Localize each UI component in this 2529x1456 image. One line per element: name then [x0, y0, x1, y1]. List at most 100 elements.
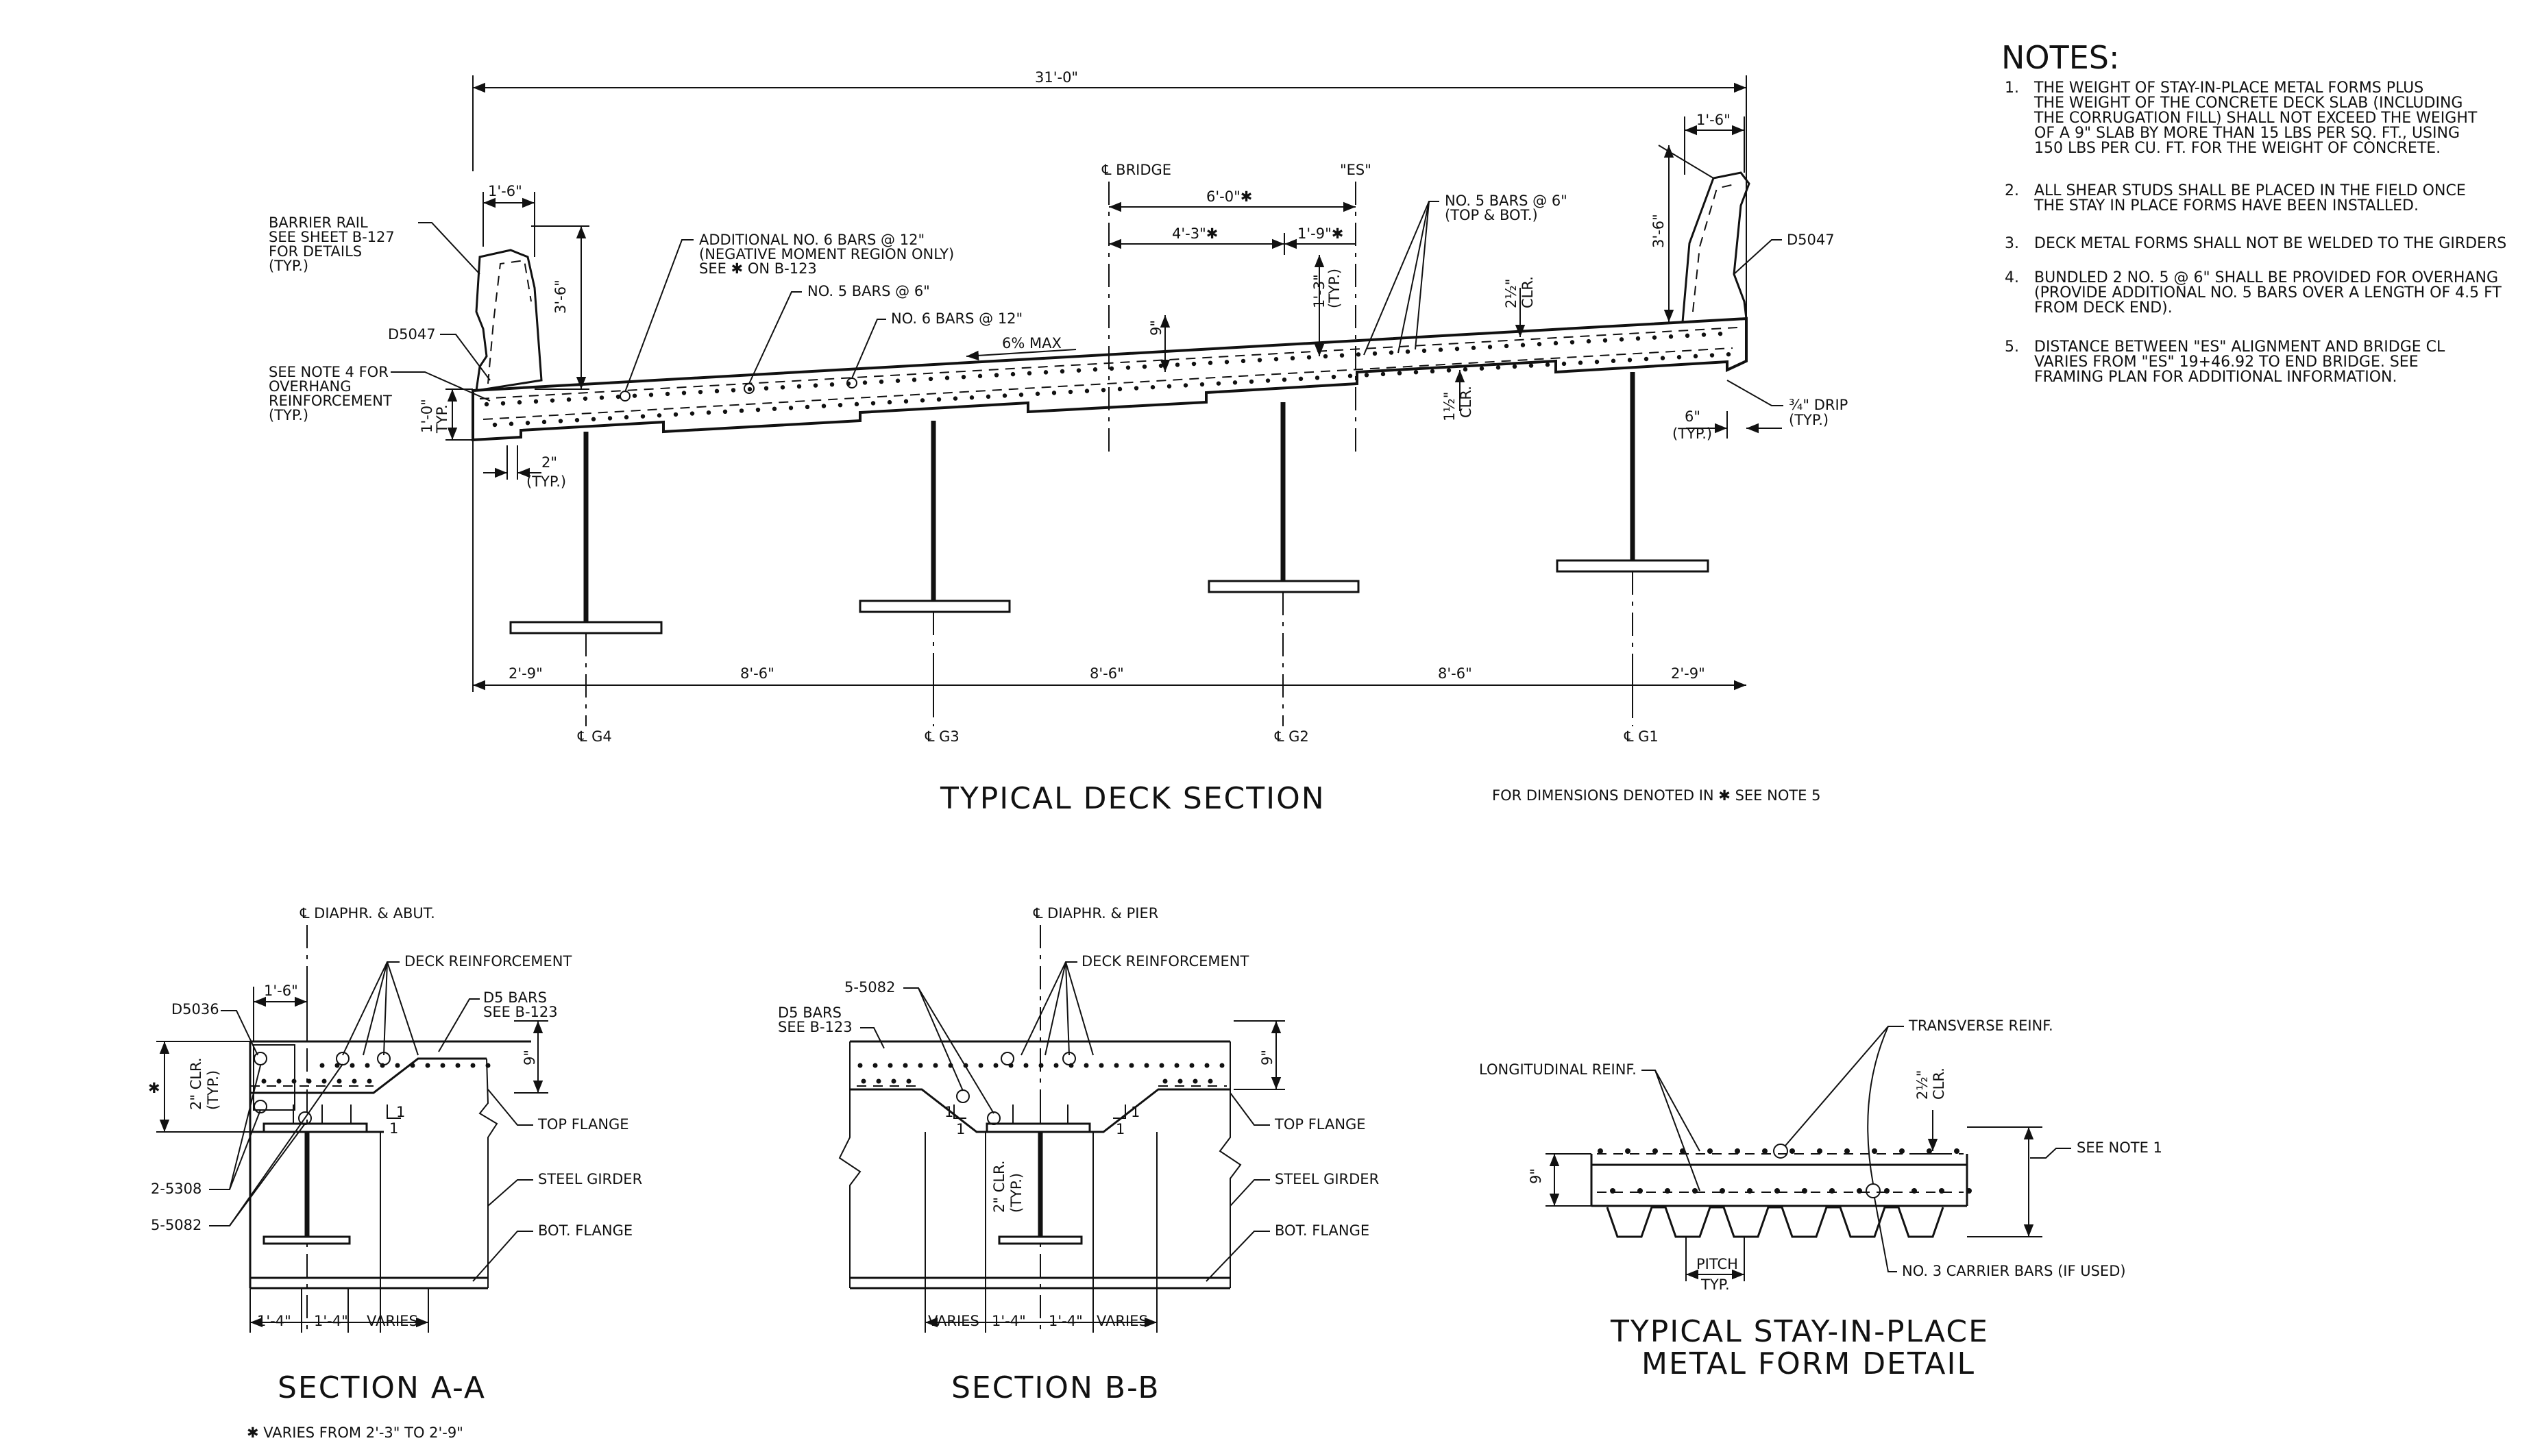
rebar-dot — [574, 417, 580, 423]
rebar-dot — [1545, 362, 1550, 367]
rebar-dot — [1578, 360, 1583, 365]
girder-g2 — [1208, 402, 1360, 726]
bb-steel-girder-label: STEEL GIRDER — [1275, 1171, 1379, 1187]
rebar-dot — [1315, 375, 1320, 380]
dim-4-3: 4'-3"✱ — [1172, 225, 1218, 242]
rebar-dot — [854, 402, 859, 407]
rebar-dot — [1701, 332, 1707, 337]
rebar-dot — [1265, 378, 1271, 383]
left-barrier-rail — [475, 249, 543, 392]
sip-carrier-bars-label: NO. 3 CARRIER BARS (IF USED) — [1902, 1263, 2126, 1279]
rebar-dot — [788, 406, 794, 410]
rebar-dot — [1720, 1188, 1725, 1194]
note-1-number: 1. — [2005, 79, 2019, 97]
bb-slope-left-horizontal: 1 — [956, 1121, 965, 1137]
rebar-dot — [1774, 1188, 1780, 1194]
aa-clear-2: 2" CLR. — [188, 1057, 204, 1110]
aa-star-dim: ✱ — [148, 1080, 160, 1096]
rebar-dot — [1099, 1063, 1104, 1068]
dim-1-0: 1'-0" — [419, 399, 435, 433]
rebar-dot — [1053, 1063, 1059, 1068]
aa-dim-1-6: 1'-6" — [264, 983, 298, 999]
note-1-line-1: THE WEIGHT OF STAY-IN-PLACE METAL FORMS … — [2033, 79, 2423, 97]
rebar-dot — [1193, 1078, 1198, 1084]
rebar-dot — [484, 402, 489, 407]
dim-6: 6" — [1685, 408, 1700, 425]
rebar-dot — [566, 397, 572, 402]
note-2-number: 2. — [2005, 182, 2019, 199]
dim-6-0: 6'-0"✱ — [1206, 188, 1252, 205]
rebar-dot — [969, 395, 975, 400]
rebar-dot — [1397, 371, 1402, 375]
rebar-dot — [1966, 1188, 1972, 1194]
rebar-dot — [1512, 364, 1517, 369]
rebar-dot — [1199, 382, 1205, 387]
bb-bottom-dim-2: 1'-4" — [992, 1313, 1026, 1329]
girder-label-g2: ℄ G2 — [1274, 728, 1309, 745]
note-4-line-1: BUNDLED 2 NO. 5 @ 6" SHALL BE PROVIDED F… — [2034, 269, 2498, 286]
note-5-line-1: DISTANCE BETWEEN "ES" ALIGNMENT AND BRID… — [2034, 338, 2445, 356]
barrier-rail-note-4: (TYP.) — [269, 258, 308, 274]
rebar-dot — [1454, 346, 1460, 351]
rebar-dot — [334, 1063, 340, 1068]
note-5-reference: FOR DIMENSIONS DENOTED IN ✱ SEE NOTE 5 — [1492, 787, 1820, 804]
rebar-dot — [1685, 333, 1690, 338]
add-bars-note-2: (NEGATIVE MOMENT REGION ONLY) — [699, 246, 954, 262]
rebar-dot — [1134, 386, 1139, 391]
aa-d5-bars-label-2: SEE B-123 — [483, 1004, 558, 1020]
rebar-dot — [1553, 341, 1559, 346]
sip-transverse-label: TRANSVERSE REINF. — [1908, 1017, 2053, 1034]
rebar-dot — [805, 404, 810, 410]
rebar-dot — [838, 403, 843, 408]
rebar-dot — [1899, 1148, 1905, 1154]
notes-block: NOTES: 1. THE WEIGHT OF STAY-IN-PLACE ME… — [2001, 39, 2506, 386]
rebar-dot — [1339, 353, 1345, 358]
rebar-dot — [1204, 1063, 1210, 1068]
rebar-dot — [1331, 374, 1336, 380]
rebar-dot — [1495, 365, 1501, 370]
rebar-dot — [425, 1063, 430, 1068]
rebar-dot — [1602, 338, 1608, 343]
rebar-dot — [1129, 1063, 1134, 1068]
d5047-left-label: D5047 — [388, 326, 436, 343]
rebar-dot — [1216, 381, 1221, 386]
rebar-dot — [1002, 393, 1007, 398]
left-barrier-height-dim: 3'-6" — [552, 280, 569, 314]
rebar-dot — [1117, 386, 1123, 392]
rebar-dot — [1762, 1148, 1768, 1154]
bb-top-flange-label: TOP FLANGE — [1274, 1116, 1366, 1133]
section-aa-title: SECTION A-A — [278, 1370, 486, 1405]
rebar-dot — [872, 1063, 878, 1068]
rebar-dot — [862, 380, 868, 385]
bb-slope-left-vertical: 1 — [944, 1104, 953, 1120]
rebar-dot — [1084, 388, 1090, 393]
rebar-dot — [440, 1063, 445, 1068]
rebar-dot — [492, 422, 498, 428]
dim-1-3-typ: (TYP.) — [1326, 269, 1343, 308]
dim-2-typ: (TYP.) — [526, 473, 566, 490]
top-clear-cover-label: CLR. — [1519, 276, 1536, 308]
rebar-dot — [1114, 1063, 1119, 1068]
rebar-dot — [648, 393, 654, 397]
rebar-dot — [657, 413, 662, 418]
rebar-dot — [319, 1063, 325, 1068]
sip-title-line-2: METAL FORM DETAIL — [1641, 1346, 1975, 1381]
rebar-dot — [887, 399, 892, 405]
rebar-dot — [1598, 1148, 1603, 1154]
rebar-dot — [1594, 359, 1600, 365]
rebar-dot — [829, 382, 835, 387]
aa-reinforcement-dots — [261, 1063, 491, 1084]
bottom-clear-cover-label: CLR. — [1458, 386, 1474, 418]
rebar-dot — [1676, 355, 1682, 360]
rebar-dot — [1023, 1063, 1029, 1068]
bb-d5-bars-label-2: SEE B-123 — [778, 1019, 853, 1035]
sip-pitch-label: PITCH — [1696, 1256, 1738, 1272]
note-4-number: 4. — [2005, 269, 2019, 286]
dim-1-3: 1'-3" — [1311, 274, 1328, 308]
section-aa-centerline-label: ℄ DIAPHR. & ABUT. — [300, 905, 435, 922]
bb-bottom-dim-3: 1'-4" — [1049, 1313, 1083, 1329]
rebar-dot — [772, 406, 777, 411]
girder-label-g3: ℄ G3 — [925, 728, 960, 745]
rebar-dot — [1927, 1148, 1932, 1154]
